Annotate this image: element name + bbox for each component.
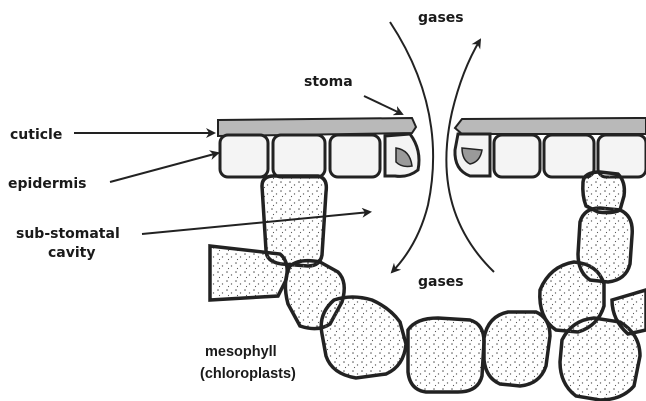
cuticle-left — [218, 118, 416, 136]
gases-top-label: gases — [418, 10, 464, 26]
stoma-pointer — [364, 96, 402, 114]
epidermis-cells-right — [494, 135, 646, 177]
sub-stomatal-label: sub-stomatal — [16, 226, 120, 242]
epidermis-label: epidermis — [8, 176, 86, 192]
stoma-label: stoma — [304, 74, 353, 90]
epidermis-cells-left — [220, 135, 380, 177]
cavity-label: cavity — [48, 245, 96, 261]
epidermis-pointer — [110, 153, 218, 182]
sub-stomatal-pointer — [142, 212, 370, 234]
cuticle-label: cuticle — [10, 127, 62, 143]
gases-bottom-label: gases — [418, 274, 464, 290]
chloroplasts-label: (chloroplasts) — [200, 366, 296, 382]
cuticle-right — [455, 118, 646, 134]
mesophyll-label: mesophyll — [205, 344, 277, 360]
